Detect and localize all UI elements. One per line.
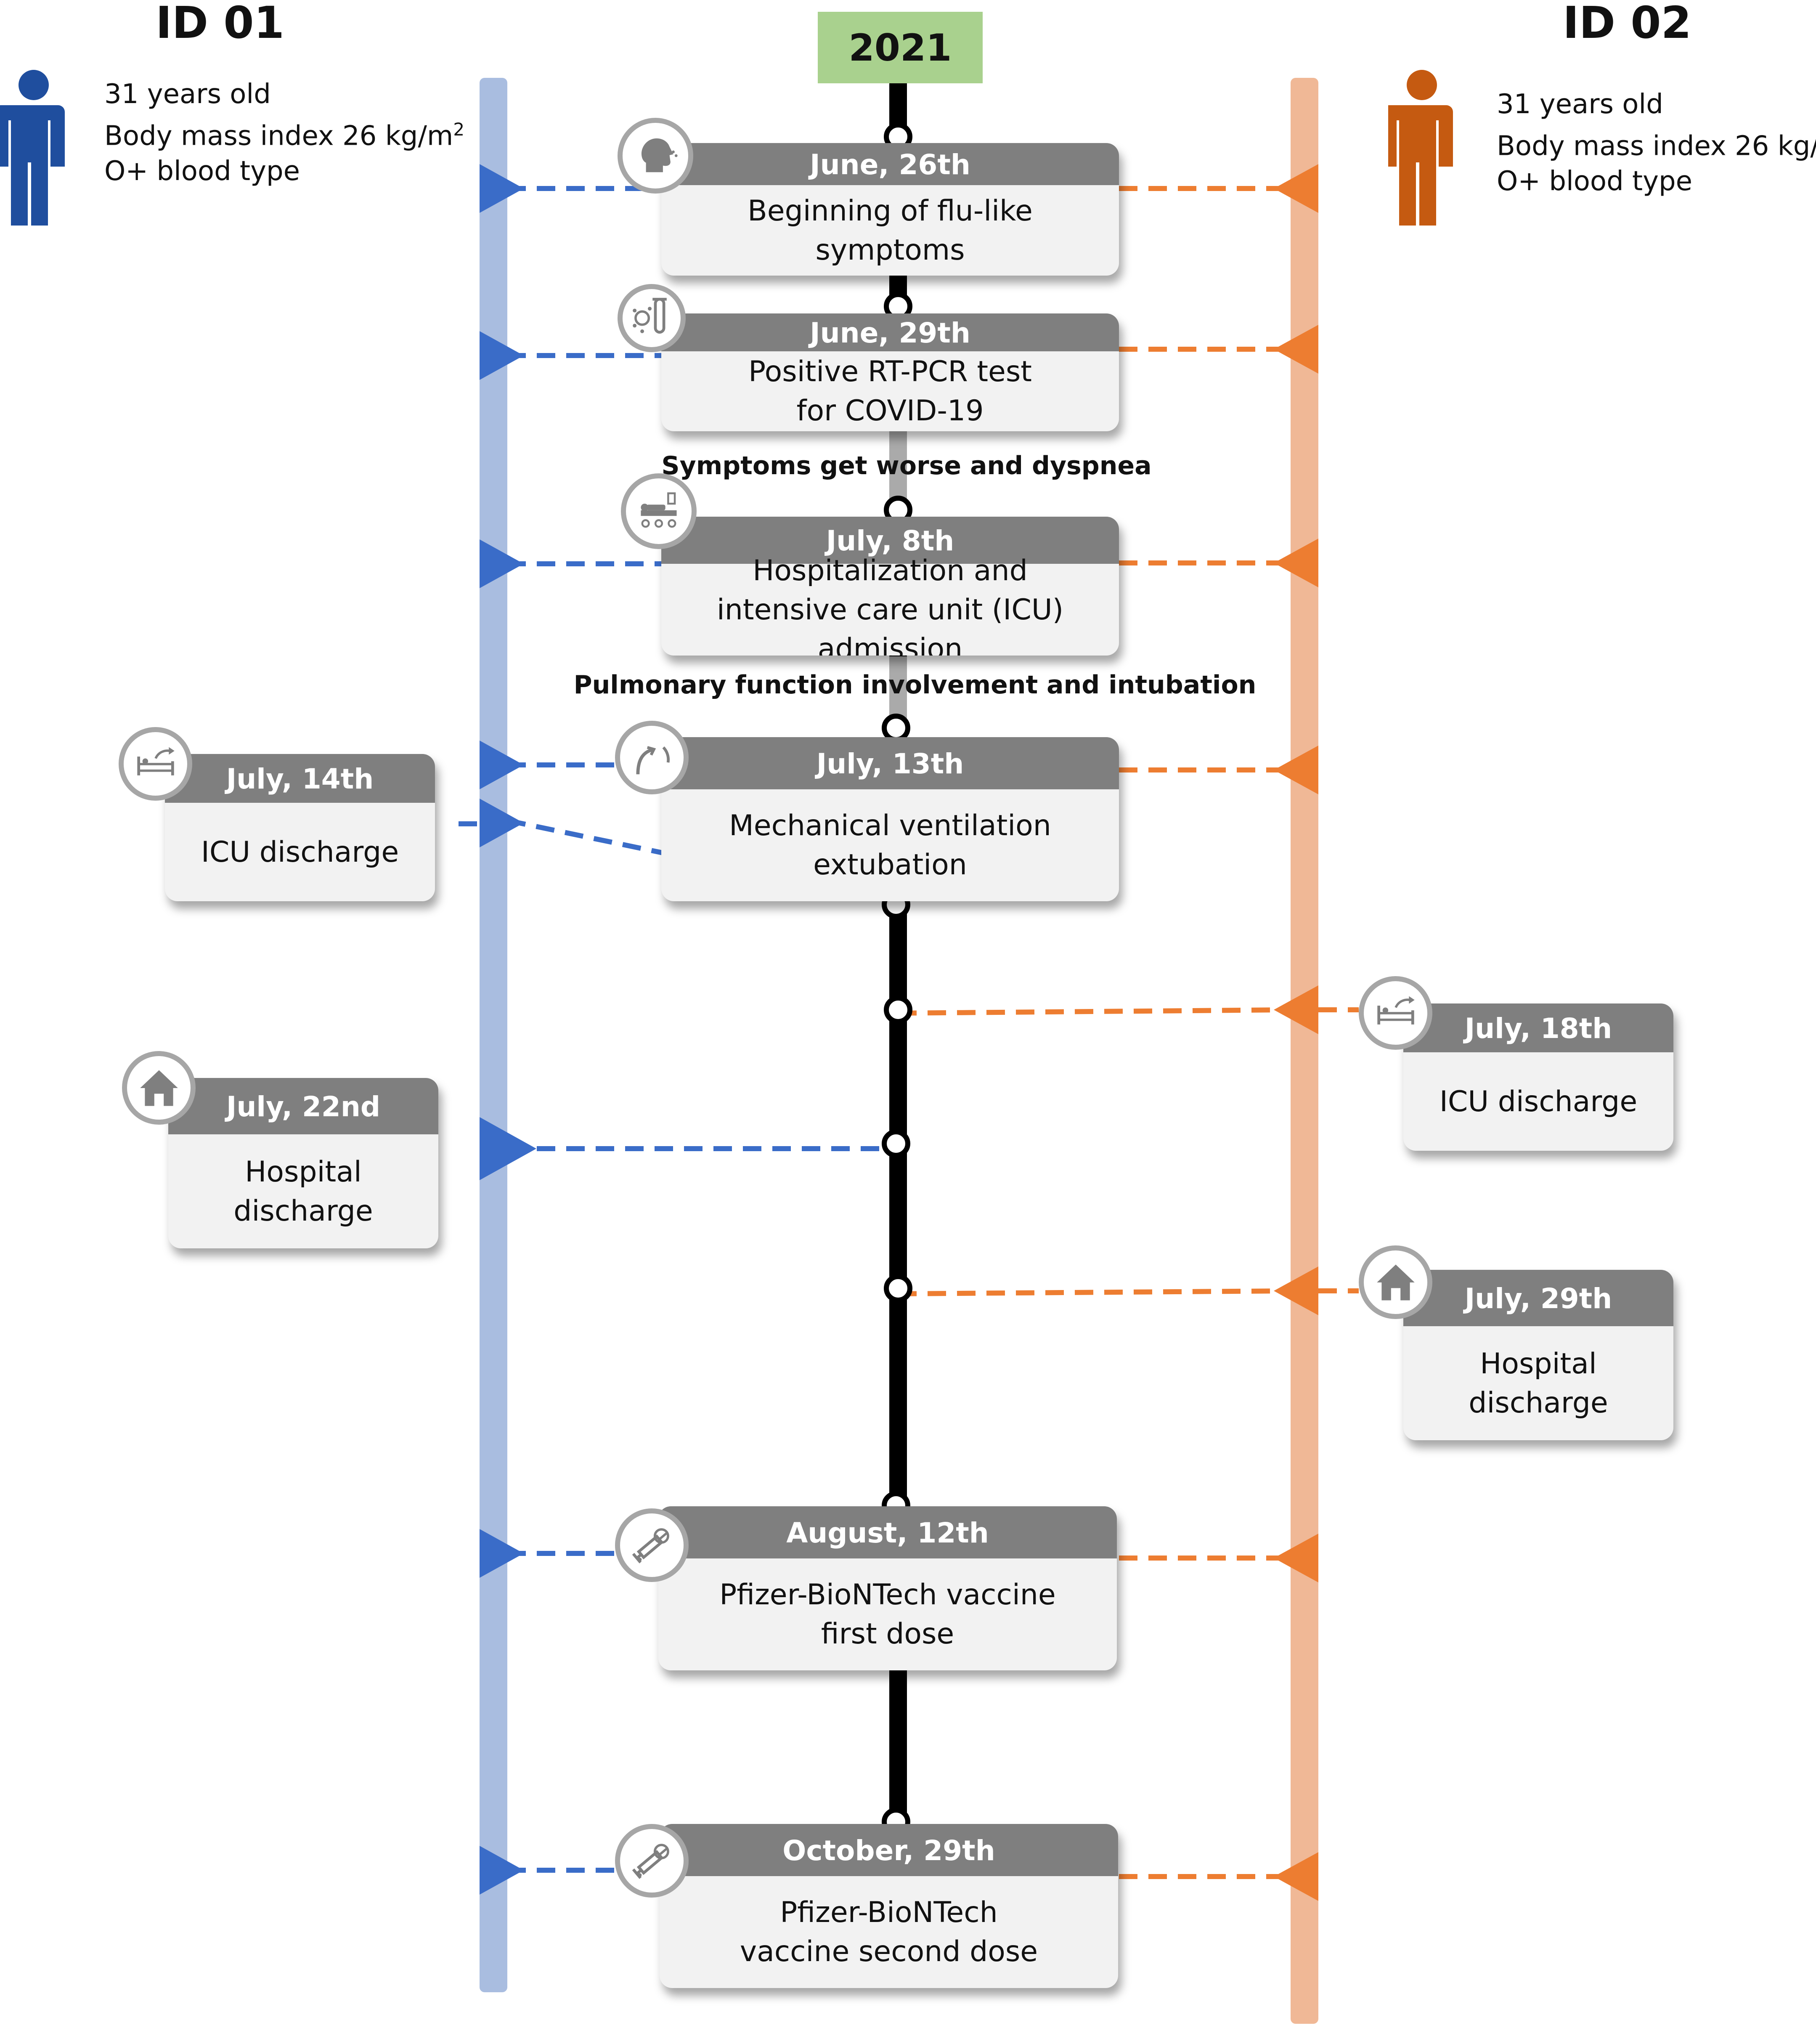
- patient-age: 31 years old: [104, 79, 271, 110]
- house-icon: [1359, 1245, 1432, 1319]
- transition-note: Symptoms get worse and dyspnea: [661, 451, 1152, 480]
- id02-arrowhead: [1274, 985, 1318, 1034]
- id02-arrowhead: [1274, 1534, 1318, 1582]
- event-card: July, 8th Hospitalization and intensive …: [661, 517, 1119, 656]
- patient-info-id01: 31 years old Body mass index 26 kg/m2 O+…: [104, 77, 464, 189]
- patient-age: 31 years old: [1497, 89, 1663, 120]
- id01-connector: [506, 818, 670, 857]
- id01-arrowhead: [480, 539, 524, 588]
- id02-arrowhead: [1274, 1266, 1318, 1315]
- event-date: July, 13th: [661, 737, 1119, 789]
- patient-blood-type: O+ blood type: [104, 156, 300, 187]
- event-date: July, 18th: [1403, 1003, 1673, 1052]
- event-text: Positive RT-PCR test for COVID-19: [748, 355, 1032, 427]
- id02-arrowhead: [1274, 746, 1318, 794]
- transition-note: Pulmonary function involvement and intub…: [573, 670, 1257, 700]
- id01-arrowhead: [480, 1846, 524, 1895]
- side-event-card-id01: July, 22nd Hospital discharge: [168, 1078, 438, 1248]
- timeline-node: [884, 995, 912, 1024]
- lungs-icon: [615, 721, 689, 794]
- event-card: October, 29th Pfizer-BioNTech vaccine se…: [660, 1824, 1118, 1988]
- event-text: Pfizer-BioNTech vaccine first dose: [719, 1578, 1056, 1651]
- id02-connector: [898, 1007, 1291, 1016]
- patient-bmi: Body mass index 26 kg/m2: [1497, 130, 1816, 162]
- event-card: August, 12th Pfizer-BioNTech vaccine fir…: [658, 1506, 1117, 1670]
- patient-info-id02: 31 years old Body mass index 26 kg/m2 O+…: [1497, 87, 1816, 199]
- event-date: June, 29th: [661, 313, 1119, 351]
- id01-arrowhead: [480, 1529, 524, 1578]
- event-date: October, 29th: [660, 1824, 1118, 1876]
- id01-arrowhead: [480, 164, 524, 213]
- event-text: Hospital discharge: [233, 1155, 373, 1228]
- side-event-card-id01: July, 14th ICU discharge: [165, 754, 435, 901]
- timeline-node: [882, 714, 910, 742]
- test-tube-icon: [618, 284, 686, 352]
- person-icon-id02: [1388, 70, 1453, 226]
- id02-arrowhead: [1274, 325, 1318, 374]
- id01-arrowhead: [480, 799, 524, 847]
- event-date: July, 8th: [661, 517, 1119, 564]
- side-event-card-id02: July, 18th ICU discharge: [1403, 1003, 1673, 1151]
- event-text: Beginning of flu-like symptoms: [748, 194, 1033, 267]
- event-date: June, 26th: [661, 143, 1119, 185]
- event-text: Hospitalization and intensive care unit …: [716, 554, 1064, 656]
- patient-id-01: ID 01: [156, 0, 284, 48]
- timeline-node: [884, 1274, 912, 1303]
- side-event-card-id02: July, 29th Hospital discharge: [1403, 1270, 1673, 1440]
- timeline-node: [882, 1129, 910, 1158]
- id02-arrowhead: [1274, 1852, 1318, 1901]
- event-text: Mechanical ventilation extubation: [729, 809, 1051, 881]
- event-card: June, 26th Beginning of flu-like symptom…: [661, 143, 1119, 276]
- person-icon-id01: [0, 70, 65, 226]
- event-date: August, 12th: [658, 1506, 1117, 1558]
- event-text: ICU discharge: [201, 835, 399, 869]
- hospital-bed-icon: [621, 473, 697, 549]
- patient-blood-type: O+ blood type: [1497, 166, 1692, 197]
- event-date: July, 14th: [165, 754, 435, 803]
- patient-id-02: ID 02: [1563, 0, 1691, 48]
- event-date: July, 22nd: [168, 1078, 438, 1134]
- event-date: July, 29th: [1403, 1270, 1673, 1326]
- id02-connector: [898, 1288, 1291, 1296]
- vaccine-icon: [615, 1508, 689, 1582]
- event-text: Pfizer-BioNTech vaccine second dose: [740, 1896, 1038, 1968]
- year-label: 2021: [818, 12, 983, 83]
- id01-arrowhead: [480, 1117, 536, 1180]
- event-text: Hospital discharge: [1469, 1347, 1608, 1420]
- patient-bmi: Body mass index 26 kg/m2: [104, 119, 465, 152]
- id01-arrowhead: [480, 741, 524, 789]
- cough-icon: [618, 118, 693, 194]
- id01-arrowhead: [480, 331, 524, 380]
- event-text: ICU discharge: [1439, 1085, 1638, 1118]
- vaccine-icon: [615, 1824, 689, 1898]
- bed-discharge-icon: [119, 727, 192, 801]
- bed-discharge-icon: [1359, 976, 1432, 1050]
- id02-arrowhead: [1274, 164, 1318, 213]
- house-icon: [122, 1051, 196, 1125]
- event-card: June, 29th Positive RT-PCR test for COVI…: [661, 313, 1119, 431]
- id02-arrowhead: [1274, 539, 1318, 587]
- event-card: July, 13th Mechanical ventilation extuba…: [661, 737, 1119, 901]
